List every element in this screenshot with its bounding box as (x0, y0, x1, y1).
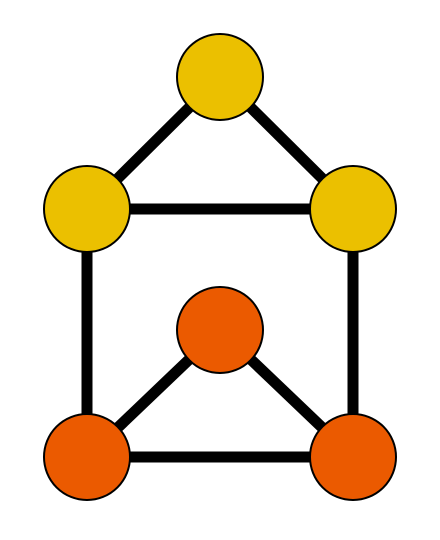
node-inner (176, 286, 264, 374)
node-upper-left (43, 165, 131, 253)
node-lower-left (43, 413, 131, 501)
node-upper-right (309, 165, 397, 253)
edges-layer (81, 73, 359, 463)
nodes-layer (43, 33, 397, 501)
node-lower-right (309, 413, 397, 501)
node-top (176, 33, 264, 121)
